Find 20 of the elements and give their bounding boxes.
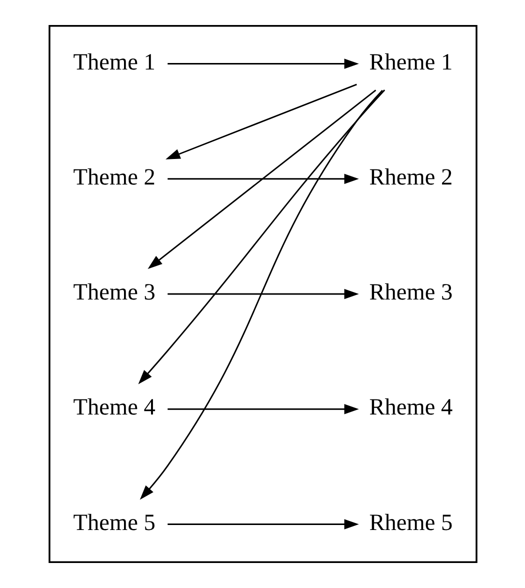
cluster: [48, 24, 477, 564]
arrow: [165, 84, 356, 160]
arrow: [147, 90, 376, 269]
arrow: [167, 288, 358, 300]
arrow: [138, 90, 385, 384]
node-text: Theme 2: [72, 164, 155, 190]
node-text: Rheme 1: [368, 49, 452, 76]
node-text: Rheme 4: [368, 394, 452, 421]
node-text: Theme 1: [72, 49, 155, 76]
arrow: [167, 404, 358, 414]
node-text: Theme 4: [72, 394, 155, 421]
arrow: [139, 90, 382, 500]
arrow: [167, 174, 358, 184]
arrow: [167, 519, 358, 530]
node-text: Rheme 5: [368, 510, 452, 536]
node-text: Theme 3: [72, 280, 155, 306]
arrow: [167, 58, 358, 69]
node-text: Rheme 3: [368, 280, 452, 306]
node-text: Rheme 2: [368, 164, 452, 190]
node-text: Theme 5: [72, 510, 155, 536]
